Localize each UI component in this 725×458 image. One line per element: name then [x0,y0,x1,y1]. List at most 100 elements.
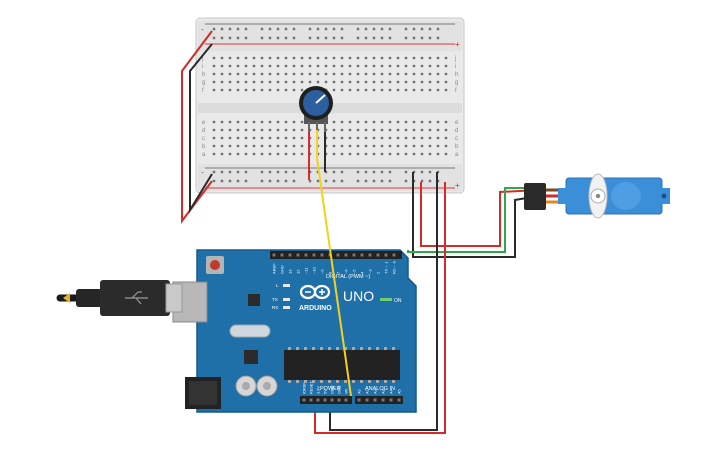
wire-yellow-pot-signal[interactable] [316,130,352,397]
power-pin-hole[interactable] [302,398,306,402]
terminal-hole [236,72,240,76]
terminal-hole [404,152,408,156]
terminal-hole [444,80,448,84]
chip-pin [304,347,307,350]
terminal-hole [220,144,224,148]
digital-pin-hole[interactable] [392,253,396,257]
rail-hole [228,27,232,31]
power-pin-label: Vin [345,389,349,394]
row-letter-left: h [202,72,205,78]
power-pin-hole[interactable] [316,398,320,402]
analog-pin-label: A0 [358,389,362,394]
row-letter-left: c [202,136,205,142]
terminal-hole [436,72,440,76]
digital-pin-hole[interactable] [368,253,372,257]
terminal-hole [404,56,408,60]
wire-black-to-servo[interactable] [412,172,539,258]
digital-pin-hole[interactable] [320,253,324,257]
power-pin-hole[interactable] [330,398,334,402]
terminal-hole [284,88,288,92]
wire-red-left-rails[interactable] [181,30,213,224]
terminal-hole [412,56,416,60]
digital-pin-hole[interactable] [344,253,348,257]
rail-hole [372,179,376,183]
terminal-hole [300,144,304,148]
digital-pin-hole[interactable] [296,253,300,257]
terminal-hole [308,80,312,84]
terminal-hole [396,80,400,84]
analog-pin-hole[interactable] [381,398,385,402]
analog-pin-hole[interactable] [365,398,369,402]
digital-header[interactable] [270,251,402,259]
chip-pin [376,347,379,350]
crystal-oscillator [229,324,271,338]
terminal-hole [300,80,304,84]
digital-pin-hole[interactable] [384,253,388,257]
analog-header[interactable] [355,396,403,404]
potentiometer-icon[interactable] [299,86,333,132]
digital-pin-hole[interactable] [376,253,380,257]
rail-hole [244,36,248,40]
terminal-hole [436,56,440,60]
chip-pin [296,380,299,383]
arduino-infinity-logo-icon [299,284,331,300]
terminal-hole [284,64,288,68]
power-pin-hole[interactable] [344,398,348,402]
rail-hole [380,36,384,40]
power-pin-label: 5V [324,389,328,394]
terminal-hole [404,88,408,92]
capacitor-2-top [263,382,271,390]
terminal-hole [292,128,296,132]
terminal-hole [292,120,296,124]
digital-pin-hole[interactable] [360,253,364,257]
terminal-hole [348,64,352,68]
terminal-hole [380,56,384,60]
rail-hole [404,27,408,31]
digital-pin-hole[interactable] [336,253,340,257]
analog-pin-label: A5 [398,389,402,394]
digital-pin-hole[interactable] [272,253,276,257]
terminal-hole [444,152,448,156]
row-letter-right: j [454,56,456,62]
chip-pin [352,347,355,350]
reset-button-cap[interactable] [210,260,220,270]
wire-black-to-gnd[interactable] [329,172,438,431]
wire-black-left-rails[interactable] [189,43,213,214]
terminal-hole [260,144,264,148]
terminal-hole [436,136,440,140]
power-pin-hole[interactable] [337,398,341,402]
analog-pin-hole[interactable] [357,398,361,402]
chip-pin [392,347,395,350]
digital-pin-hole[interactable] [352,253,356,257]
wire-red-to-5v[interactable] [314,182,446,434]
terminal-hole [244,88,248,92]
digital-pin-hole[interactable] [304,253,308,257]
row-letter-right: e [455,120,459,126]
wire-red-to-servo[interactable] [420,182,539,247]
usb-cable-icon[interactable] [56,280,183,316]
digital-pin-label: ~9 [320,269,325,274]
wire-green-signal[interactable] [407,187,538,253]
rail-hole [436,36,440,40]
analog-pin-hole[interactable] [397,398,401,402]
terminal-hole [340,144,344,148]
chip-pin [344,347,347,350]
terminal-hole [412,88,416,92]
terminal-hole [364,128,368,132]
digital-pin-hole[interactable] [280,253,284,257]
terminal-hole [292,136,296,140]
power-pin-hole[interactable] [323,398,327,402]
chip-pin [392,380,395,383]
servo-motor-icon[interactable] [524,173,670,219]
terminal-hole [388,128,392,132]
row-letter-right: f [455,88,457,94]
digital-pin-hole[interactable] [312,253,316,257]
power-pin-hole[interactable] [309,398,313,402]
terminal-hole [348,128,352,132]
row-letter-right: a [455,152,459,158]
digital-pin-hole[interactable] [288,253,292,257]
analog-pin-hole[interactable] [389,398,393,402]
analog-pin-hole[interactable] [373,398,377,402]
terminal-hole [236,120,240,124]
